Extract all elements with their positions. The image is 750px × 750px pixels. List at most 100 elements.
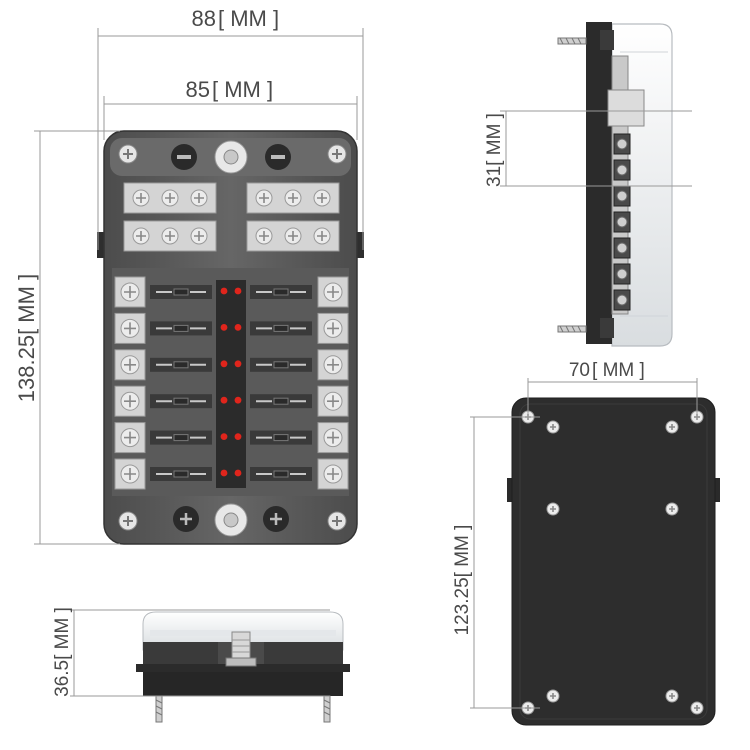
fuse-terminal (114, 349, 146, 381)
ground-stud (214, 503, 248, 537)
dim-side-pitch: 31[ MM ] (484, 113, 505, 187)
bus-screw (284, 227, 302, 245)
mounting-screw (323, 695, 331, 723)
side-terminal (613, 263, 631, 285)
fuse-terminal (317, 312, 349, 344)
power-stud (214, 140, 248, 174)
svg-text:[ MM ]: [ MM ] (592, 360, 645, 381)
led-indicator (234, 287, 242, 295)
back-dimension-lines (470, 378, 698, 709)
fuse-row (114, 349, 349, 381)
side-terminal (613, 159, 631, 181)
corner-screw (118, 144, 138, 164)
corner-screw (327, 511, 347, 531)
terminal-screw (323, 355, 343, 375)
corner-screw (118, 511, 138, 531)
terminal-screw (120, 318, 140, 338)
bus-bar-block (246, 220, 340, 252)
bus-screw (255, 227, 273, 245)
side-terminal (613, 237, 631, 259)
negative-terminal (265, 144, 291, 170)
led-indicator (220, 433, 228, 440)
bus-bar-blocks (123, 182, 340, 252)
end-base (143, 672, 343, 696)
bus-screw (284, 189, 302, 207)
dim-base-hole-width: 70 [ MM ] (569, 360, 645, 381)
bus-screw (190, 227, 208, 245)
mounting-screw (155, 695, 163, 723)
svg-text:70: 70 (569, 360, 590, 381)
side-terminal (613, 133, 631, 155)
dim-base-hole-height: 123.25[ MM ] (452, 525, 473, 636)
fuse-rows (114, 276, 349, 490)
fuse-terminal (317, 385, 349, 417)
fuse-row (114, 458, 349, 490)
fuse-slot (250, 285, 312, 299)
fuse-slot (150, 285, 212, 299)
fuse-row (114, 276, 349, 308)
fuse-slot (250, 430, 312, 445)
led-indicator (220, 396, 228, 404)
bus-screw (190, 189, 208, 207)
terminal-screw (120, 428, 140, 448)
back-screw (546, 420, 560, 434)
negative-terminal (171, 144, 197, 170)
dim-depth: 36.5[ MM ] (52, 607, 73, 697)
fuse-terminal (114, 312, 146, 344)
fuse-row (114, 385, 349, 417)
led-indicator (220, 469, 228, 477)
fuse-row (114, 312, 349, 344)
dim-height: 138.25[ MM ] (14, 274, 39, 402)
svg-text:85: 85 (186, 77, 210, 102)
bus-screw (255, 189, 273, 207)
fuse-slot (150, 394, 212, 409)
back-plate (511, 397, 716, 726)
terminal-screw (120, 464, 140, 484)
back-screw (665, 689, 679, 703)
terminal-screw (323, 391, 343, 411)
side-terminal (613, 211, 631, 233)
bus-screw (313, 189, 331, 207)
back-view (507, 397, 720, 726)
led-indicator (234, 324, 242, 331)
bus-bar-block (123, 220, 217, 252)
fuse-slot (150, 467, 212, 481)
led-indicator (220, 360, 228, 368)
fuse-slot (150, 357, 212, 372)
bus-bar-block (123, 182, 217, 214)
end-view (136, 611, 350, 723)
fuse-slot (150, 321, 212, 336)
fuse-slot (250, 394, 312, 409)
fuse-terminal (317, 458, 349, 490)
side-dimension-lines (500, 110, 692, 187)
back-screw (665, 502, 679, 516)
side-terminal (613, 289, 631, 311)
bus-screw (161, 227, 179, 245)
bus-screw (132, 189, 150, 207)
dim-inner-width: 85 [ MM ] (186, 77, 274, 102)
bus-screw (161, 189, 179, 207)
led-indicator (234, 360, 242, 368)
back-screw (690, 701, 704, 715)
side-base (586, 22, 612, 344)
fuse-row (114, 422, 349, 454)
terminal-screw (120, 391, 140, 411)
svg-text:88: 88 (192, 6, 216, 31)
fuse-terminal (317, 276, 349, 308)
fuse-slot (250, 357, 312, 372)
back-screw (546, 689, 560, 703)
fuse-slot (250, 321, 312, 336)
terminal-screw (323, 318, 343, 338)
dim-outer-width: 88 [ MM ] (192, 6, 280, 31)
mounting-screw (557, 37, 587, 45)
front-dimension-lines (34, 28, 364, 545)
terminal-screw (120, 355, 140, 375)
fuse-slot (150, 430, 212, 445)
terminal-screw (323, 428, 343, 448)
side-terminal (613, 185, 631, 207)
terminal-screw (323, 464, 343, 484)
fuse-terminal (317, 422, 349, 454)
led-indicator (234, 469, 242, 477)
